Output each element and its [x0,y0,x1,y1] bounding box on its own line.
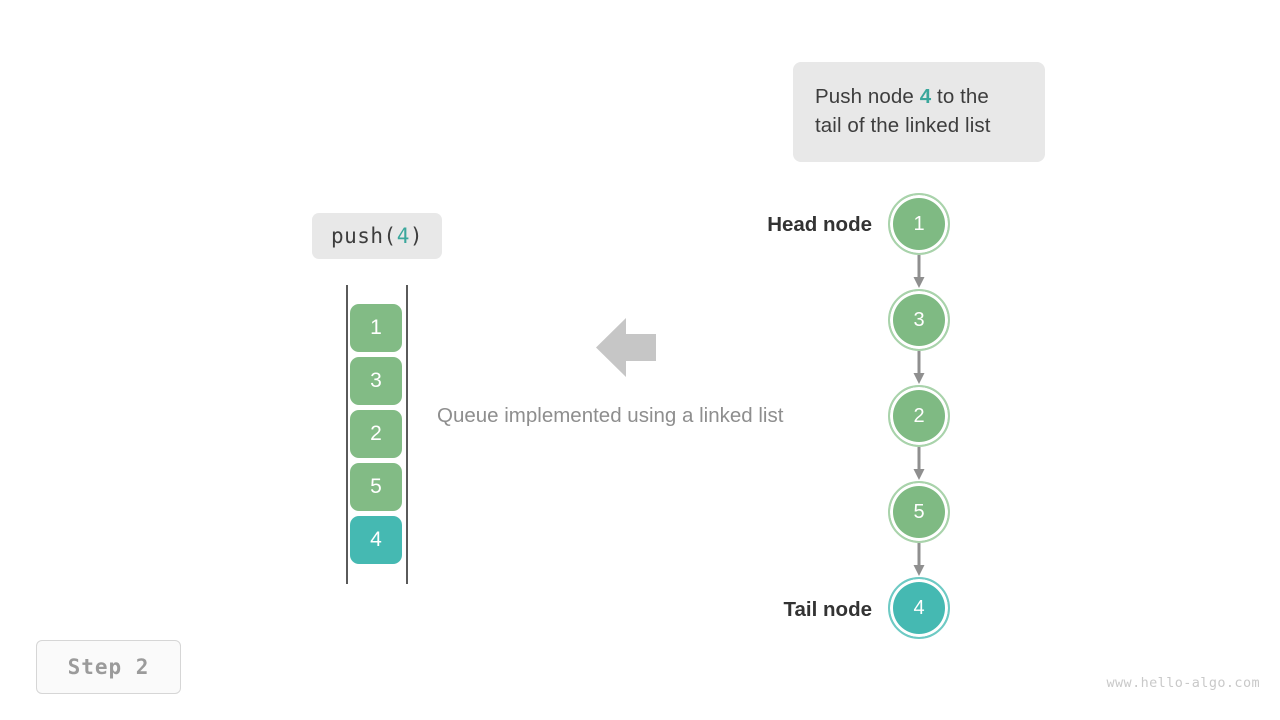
operation-argument: 4 [396,224,410,248]
operation-chip: push(4) [312,213,442,259]
linked-list-node: 1 [888,193,950,255]
queue-tile-value: 3 [370,369,382,392]
operation-suffix: ) [409,224,424,248]
queue-tile-highlighted: 4 [350,516,402,564]
callout-text-after: to the [931,85,989,108]
connector-arrow-icon [913,543,925,576]
linked-list-node-highlighted: 4 [888,577,950,639]
connector-arrow-icon [913,255,925,288]
queue-tile: 1 [350,304,402,352]
callout-box: Push node 4 to the tail of the linked li… [793,62,1045,162]
callout-text-line2: tail of the linked list [815,114,991,137]
tail-node-label: Tail node [783,598,872,621]
node-value: 5 [913,500,925,523]
linked-list-view: 1 3 2 5 4 [888,193,952,641]
operation-chip-text: push(4) [331,224,423,248]
step-badge-label: Step 2 [67,655,150,679]
callout-text-before: Push node [815,85,920,108]
queue-rail-right [406,285,408,584]
linked-list-node: 5 [888,481,950,543]
node-value: 4 [913,596,925,619]
node-value: 2 [913,404,925,427]
linked-list-node: 2 [888,385,950,447]
node-value: 3 [913,308,925,331]
queue-tile-value: 5 [370,475,382,498]
step-badge: Step 2 [36,640,181,694]
head-node-label: Head node [767,213,872,236]
queue-tile-value: 1 [370,316,382,339]
queue-rail-left [346,285,348,584]
left-arrow-icon [596,318,656,377]
callout-text: Push node 4 to the tail of the linked li… [815,82,1023,140]
queue-tile: 5 [350,463,402,511]
watermark: www.hello-algo.com [1106,675,1260,691]
connector-arrow-icon [913,447,925,480]
queue-tile-list: 1 3 2 5 4 [350,304,403,569]
callout-highlight-value: 4 [919,85,932,108]
node-value: 1 [913,212,925,235]
queue-array-view: 1 3 2 5 4 [346,285,408,584]
queue-tile-value: 4 [370,528,382,551]
linked-list-node: 3 [888,289,950,351]
operation-prefix: push( [330,224,397,248]
connector-arrow-icon [913,351,925,384]
queue-tile: 3 [350,357,402,405]
diagram-caption: Queue implemented using a linked list [437,404,784,427]
queue-tile: 2 [350,410,402,458]
queue-tile-value: 2 [370,422,382,445]
